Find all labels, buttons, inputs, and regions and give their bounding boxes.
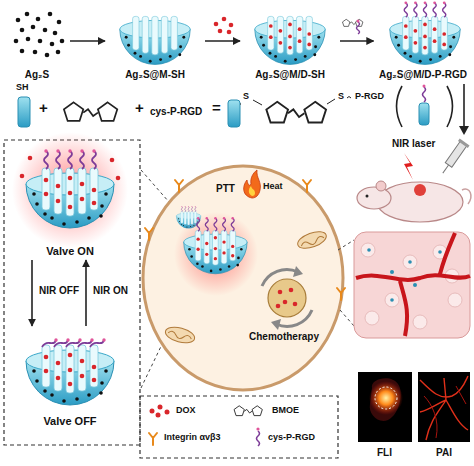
plus-sign: +	[39, 100, 48, 117]
sulfur-atom: S	[243, 92, 249, 102]
imaging-label: PAI	[436, 447, 452, 458]
equals-sign: =	[212, 100, 221, 117]
therapy-label: PTT	[216, 183, 235, 194]
process-arrow	[31, 260, 33, 326]
stage-label: Ag₂S@M-SH	[125, 69, 185, 81]
laser-label: NIR laser	[392, 138, 435, 149]
synthesis-stage: Ag₂S@M/D-SH	[242, 4, 338, 80]
synthesis-stage: Ag₂S@M-SH	[107, 4, 203, 80]
sulfur-atom: S	[338, 92, 344, 102]
legend-text: DOX	[176, 406, 196, 416]
stage-label: Valve OFF	[43, 415, 96, 428]
stage-label: Ag₂S@M/D-P-RGD	[379, 69, 467, 81]
stage-label: Ag₂S@M/D-SH	[255, 69, 325, 81]
therapy-label: Chemotherapy	[249, 331, 319, 342]
process-arrow	[85, 260, 87, 326]
legend-text: BMOE	[272, 406, 299, 416]
legend-text: cys-P-RGD	[268, 433, 315, 443]
stage-label: Valve ON	[46, 245, 94, 258]
switch-label: NIR ON	[92, 285, 129, 296]
switch-label: NIR OFF	[38, 285, 80, 296]
process-arrow	[205, 40, 240, 42]
valve-state: Valve ON	[12, 148, 128, 258]
synthesis-stage: Ag₂S@M/D-P-RGD	[376, 4, 471, 80]
legend-text: Integrin αvβ3	[164, 433, 221, 443]
reagent-name: cys-P-RGD	[150, 106, 202, 117]
stage-label: Ag₂S	[25, 69, 49, 81]
process-arrow	[70, 40, 105, 42]
valve-state: Valve OFF	[12, 328, 128, 428]
thiol-group: SH	[16, 83, 29, 93]
imaging-label: FLI	[377, 447, 392, 458]
process-arrow	[340, 40, 374, 42]
plus-sign: +	[135, 100, 144, 117]
peptide-name: P-RGD	[355, 92, 384, 102]
synthesis-stage: Ag₂S	[6, 4, 68, 80]
heat-label: Heat	[263, 182, 283, 192]
